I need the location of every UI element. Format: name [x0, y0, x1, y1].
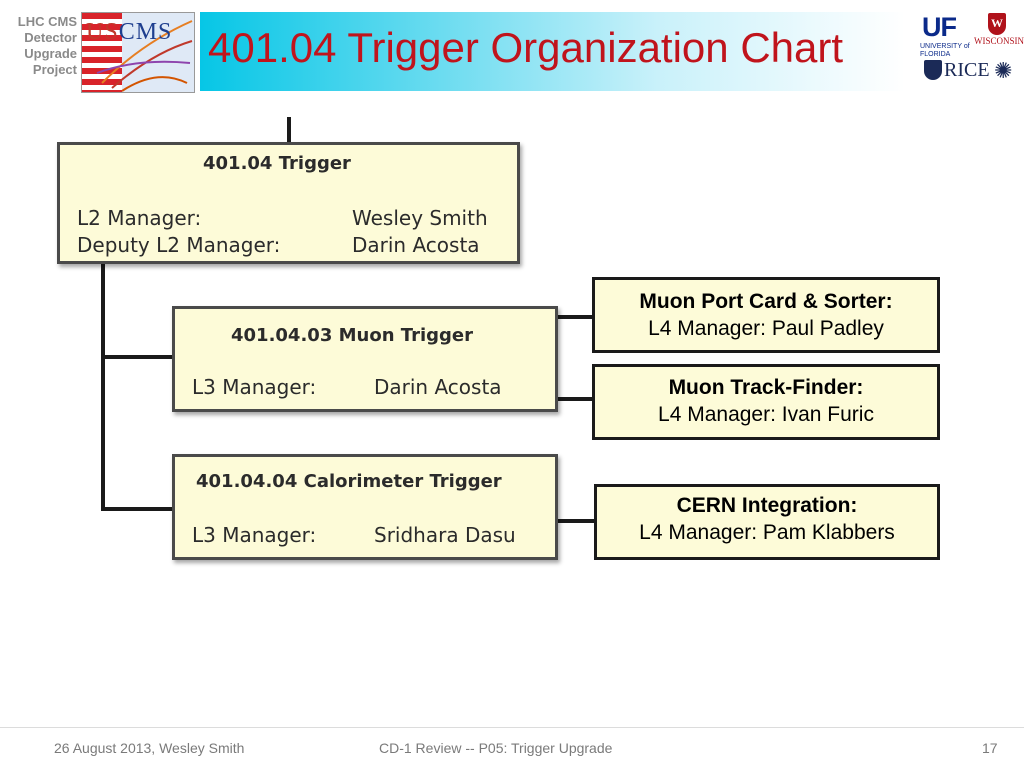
- subtask-title: Muon Port Card & Sorter:: [639, 290, 893, 313]
- logo-text: USCMS: [86, 19, 172, 46]
- subtask-manager: L4 Manager: Ivan Furic: [658, 403, 874, 426]
- rice-logo-text: RICE: [944, 59, 990, 81]
- subtask-manager: L4 Manager: Pam Klabbers: [639, 521, 895, 544]
- muon-track-finder-box: Muon Track-Finder: L4 Manager: Ivan Furi…: [592, 364, 940, 440]
- subtask-title: CERN Integration:: [676, 494, 858, 517]
- muon-trigger-box-title: 401.04.03 Muon Trigger: [231, 325, 473, 346]
- muon-l3-manager-role: L3 Manager:: [192, 375, 317, 399]
- rice-shield-icon: [924, 60, 942, 80]
- title-band: [197, 12, 905, 91]
- connector-cern: [556, 519, 596, 523]
- l2-manager-role: L2 Manager:: [77, 206, 202, 230]
- calorimeter-trigger-box-title: 401.04.04 Calorimeter Trigger: [196, 471, 502, 492]
- logo-tracks-graphic: [96, 20, 193, 92]
- connector-trunk: [101, 262, 105, 511]
- footer-event: CD-1 Review -- P05: Trigger Upgrade: [379, 740, 613, 756]
- subtask-manager: L4 Manager: Paul Padley: [648, 317, 884, 340]
- calo-l3-manager-role: L3 Manager:: [192, 523, 317, 547]
- deputy-l2-manager-role: Deputy L2 Manager:: [77, 233, 281, 257]
- project-label-line: Project: [32, 62, 77, 77]
- uf-logo: UF: [922, 12, 957, 42]
- cern-integration-box: CERN Integration: L4 Manager: Pam Klabbe…: [594, 484, 940, 560]
- uw-crest-icon: W: [988, 13, 1006, 35]
- footer-date-author: 26 August 2013, Wesley Smith: [54, 740, 245, 756]
- calorimeter-trigger-box: 401.04.04 Calorimeter Trigger L3 Manager…: [172, 454, 558, 560]
- uw-logo-text: WISCONSIN: [974, 36, 1024, 46]
- uscms-logo: USCMS: [81, 12, 195, 93]
- footer-rule: [0, 727, 1024, 728]
- connector-muon-port: [556, 315, 594, 319]
- trigger-box-title: 401.04 Trigger: [203, 153, 351, 174]
- project-label: LHC CMS Detector Upgrade Project: [0, 14, 77, 78]
- logo-stripes: [82, 13, 122, 92]
- rice-owl-icon: ✺: [994, 58, 1013, 83]
- subtask-title: Muon Track-Finder:: [668, 376, 864, 399]
- footer-page-number: 17: [982, 740, 998, 756]
- project-label-line: LHC CMS: [17, 14, 77, 29]
- connector-muon-track: [556, 397, 594, 401]
- project-label-line: Upgrade: [24, 46, 77, 61]
- university-logos: UF UNIVERSITY of FLORIDA W WISCONSIN RIC…: [918, 10, 1024, 90]
- title-band-divider: [197, 12, 200, 91]
- l2-manager-name: Wesley Smith: [352, 206, 488, 230]
- uf-logo-subtext: UNIVERSITY of FLORIDA: [920, 43, 970, 58]
- logo-text-us: US: [86, 19, 119, 45]
- deputy-l2-manager-name: Darin Acosta: [352, 233, 480, 257]
- logo-text-cms: CMS: [118, 19, 173, 45]
- muon-l3-manager-name: Darin Acosta: [374, 375, 502, 399]
- project-label-line: Detector: [24, 30, 77, 45]
- connector-to-muon: [101, 355, 175, 359]
- connector-top: [287, 117, 291, 144]
- page-title: 401.04 Trigger Organization Chart: [208, 24, 844, 71]
- muon-port-card-box: Muon Port Card & Sorter: L4 Manager: Pau…: [592, 277, 940, 353]
- trigger-box: 401.04 Trigger L2 Manager: Wesley Smith …: [57, 142, 520, 264]
- calo-l3-manager-name: Sridhara Dasu: [374, 523, 516, 547]
- muon-trigger-box: 401.04.03 Muon Trigger L3 Manager: Darin…: [172, 306, 558, 412]
- connector-to-calo: [101, 507, 175, 511]
